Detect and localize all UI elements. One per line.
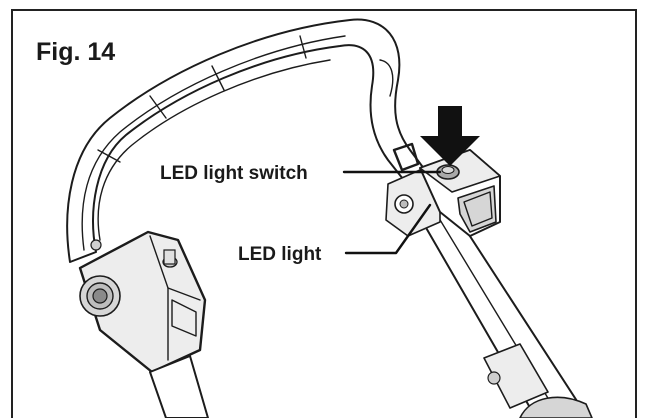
right-handle-tube bbox=[409, 189, 593, 418]
left-handle-bracket bbox=[78, 230, 209, 418]
figure-title: Fig. 14 bbox=[36, 38, 115, 66]
figure-frame bbox=[11, 9, 637, 418]
led-light-leader-line bbox=[344, 203, 432, 255]
label-led-light-switch: LED light switch bbox=[160, 163, 308, 184]
label-led-light: LED light bbox=[238, 244, 322, 265]
press-down-arrow bbox=[420, 106, 480, 166]
led-switch-button bbox=[436, 164, 460, 180]
handle-bar bbox=[66, 18, 441, 263]
adjustment-knob bbox=[79, 275, 121, 317]
